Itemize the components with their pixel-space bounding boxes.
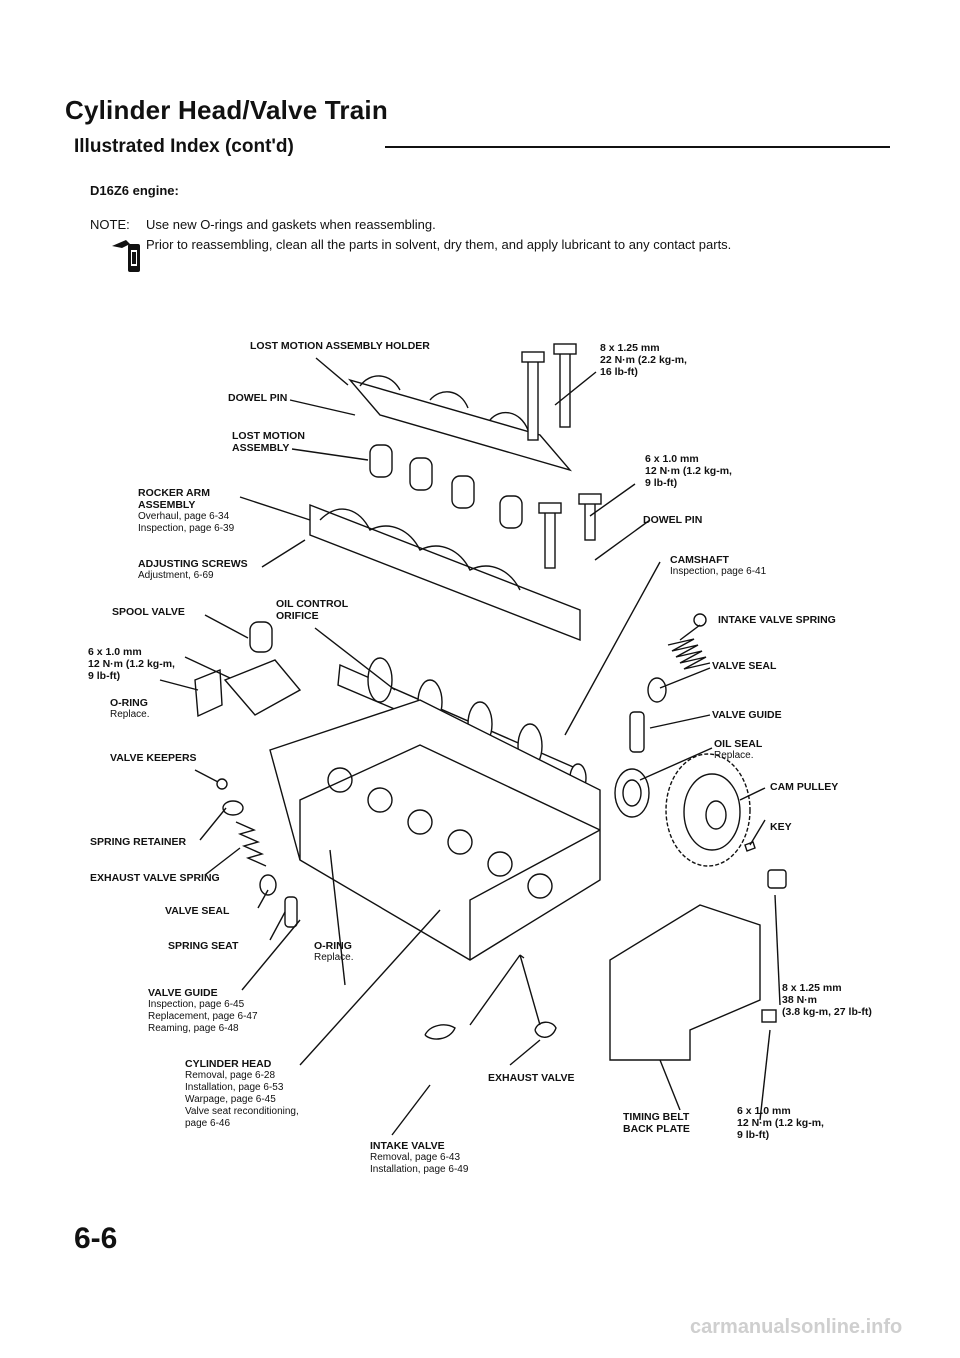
page-title: Cylinder Head/Valve Train [65, 95, 388, 125]
label-adjusting-screws-sub: Adjustment, 6-69 [138, 570, 214, 581]
label-rocker-arm-sub-1: Overhaul, page 6-34 [138, 511, 230, 522]
watermark-text: carmanualsonline.info [690, 1316, 903, 1338]
label-bolt-pulley-3: (3.8 kg-m, 27 lb-ft) [782, 1006, 872, 1018]
label-lost-motion-assembly-2: ASSEMBLY [232, 442, 290, 454]
label-spring-retainer: SPRING RETAINER [90, 836, 187, 848]
subtitle-rule [385, 146, 890, 148]
label-oring-center: O-RING [314, 940, 352, 952]
label-bolt-right-2: 12 N·m (1.2 kg-m, [645, 465, 732, 477]
label-bolt-left-1: 6 x 1.0 mm [88, 646, 142, 658]
label-intake-valve-sub-1: Removal, page 6-43 [370, 1152, 461, 1163]
page-number: 6-6 [74, 1222, 118, 1255]
label-oil-control-2: ORIFICE [276, 610, 319, 622]
label-key: KEY [770, 821, 792, 833]
label-bolt-right-1: 6 x 1.0 mm [645, 453, 699, 465]
note-label: NOTE: [90, 217, 130, 232]
label-cylinder-head: CYLINDER HEAD [185, 1058, 272, 1070]
label-rocker-arm-1: ROCKER ARM [138, 487, 210, 499]
page-subtitle: Illustrated Index (cont'd) [74, 136, 294, 157]
label-exhaust-valve-spring: EXHAUST VALVE SPRING [90, 872, 220, 884]
label-bolt-top-1: 8 x 1.25 mm [600, 342, 660, 354]
engine-label: D16Z6 engine: [90, 183, 179, 198]
label-cylinder-head-sub-2: Installation, page 6-53 [185, 1082, 284, 1093]
label-oil-seal-sub: Replace. [714, 750, 754, 761]
label-bolt-pulley-1: 8 x 1.25 mm [782, 982, 842, 994]
label-intake-valve: INTAKE VALVE [370, 1140, 445, 1152]
label-valve-guide-left: VALVE GUIDE [148, 987, 218, 999]
label-valve-guide-sub-2: Replacement, page 6-47 [148, 1011, 258, 1022]
label-bolt-top-3: 16 lb-ft) [600, 366, 638, 378]
label-cylinder-head-sub-1: Removal, page 6-28 [185, 1070, 276, 1081]
label-bolt-top-2: 22 N·m (2.2 kg-m, [600, 354, 687, 366]
label-oil-seal: OIL SEAL [714, 738, 763, 750]
label-spring-seat: SPRING SEAT [168, 940, 239, 952]
label-valve-seal-right: VALVE SEAL [712, 660, 777, 672]
label-bolt-bottom-2: 12 N·m (1.2 kg-m, [737, 1117, 824, 1129]
label-valve-keepers: VALVE KEEPERS [110, 752, 197, 764]
label-valve-guide-right: VALVE GUIDE [712, 709, 782, 721]
label-exhaust-valve: EXHAUST VALVE [488, 1072, 575, 1084]
label-adjusting-screws: ADJUSTING SCREWS [138, 558, 248, 570]
oil-can-icon [112, 240, 140, 272]
label-intake-valve-sub-2: Installation, page 6-49 [370, 1164, 469, 1175]
label-lost-motion-holder: LOST MOTION ASSEMBLY HOLDER [250, 340, 430, 352]
label-timing-belt-2: BACK PLATE [623, 1123, 690, 1135]
label-rocker-arm-2: ASSEMBLY [138, 499, 196, 511]
note-line-1: Use new O-rings and gaskets when reassem… [146, 217, 436, 232]
label-cylinder-head-sub-5: page 6-46 [185, 1118, 231, 1129]
label-timing-belt-1: TIMING BELT [623, 1111, 690, 1123]
label-bolt-left-3: 9 lb-ft) [88, 670, 121, 682]
label-intake-valve-spring: INTAKE VALVE SPRING [718, 614, 836, 626]
label-camshaft: CAMSHAFT [670, 554, 729, 566]
label-oring-center-sub: Replace. [314, 952, 354, 963]
label-oring-left-sub: Replace. [110, 709, 150, 720]
label-bolt-right-3: 9 lb-ft) [645, 477, 678, 489]
label-bolt-bottom-3: 9 lb-ft) [737, 1129, 770, 1141]
label-rocker-arm-sub-2: Inspection, page 6-39 [138, 523, 235, 534]
note-line-2: Prior to reassembling, clean all the par… [146, 237, 732, 252]
label-valve-guide-sub-1: Inspection, page 6-45 [148, 999, 245, 1010]
label-bolt-left-2: 12 N·m (1.2 kg-m, [88, 658, 175, 670]
label-spool-valve: SPOOL VALVE [112, 606, 185, 618]
label-camshaft-sub: Inspection, page 6-41 [670, 566, 767, 577]
label-oring-left: O-RING [110, 697, 148, 709]
label-oil-control-1: OIL CONTROL [276, 598, 349, 610]
label-valve-seal-left: VALVE SEAL [165, 905, 230, 917]
label-lost-motion-assembly-1: LOST MOTION [232, 430, 305, 442]
label-bolt-pulley-2: 38 N·m [782, 994, 818, 1006]
label-valve-guide-sub-3: Reaming, page 6-48 [148, 1023, 239, 1034]
label-bolt-bottom-1: 6 x 1.0 mm [737, 1105, 791, 1117]
label-dowel-pin-right: DOWEL PIN [643, 514, 703, 526]
label-cylinder-head-sub-4: Valve seat reconditioning, [185, 1106, 299, 1117]
label-cylinder-head-sub-3: Warpage, page 6-45 [185, 1094, 276, 1105]
label-dowel-pin-left: DOWEL PIN [228, 392, 288, 404]
label-cam-pulley: CAM PULLEY [770, 781, 839, 793]
